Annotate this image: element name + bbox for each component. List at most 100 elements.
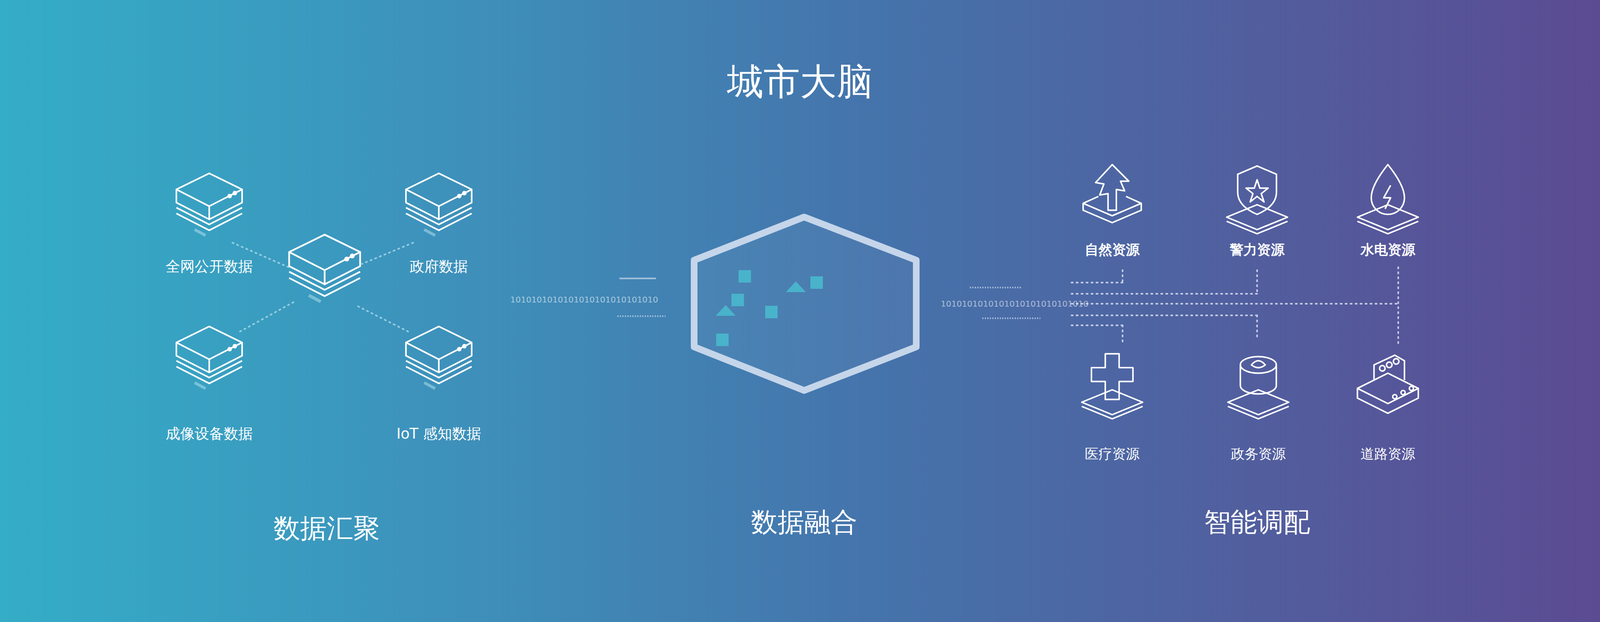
drawing-stroke: [289, 271, 361, 291]
resource-node: 道路资源: [1342, 347, 1434, 463]
drawing-stroke: [289, 234, 361, 303]
drawing-stroke: [1071, 303, 1399, 305]
node-label: 成像设备数据: [159, 425, 260, 443]
drawing-stroke: [1371, 164, 1405, 215]
drawing-stroke: [233, 191, 237, 195]
resource-node: 水电资源: [1342, 161, 1434, 259]
drawing-stroke: [228, 194, 232, 198]
node-label: 政务资源: [1212, 445, 1304, 463]
node-icon: [169, 169, 249, 249]
node-icon: [1074, 347, 1150, 422]
drawing-stroke: [1240, 364, 1277, 394]
drawing-stroke: [1071, 281, 1123, 284]
node-icon: [1074, 161, 1150, 237]
drawing-stroke: [1121, 325, 1124, 342]
drawing-stroke: [194, 229, 206, 236]
drawing-stroke: [176, 342, 243, 373]
drawing-stroke: [1393, 358, 1399, 365]
drawing-stroke: [765, 305, 778, 319]
drawing-stroke: [694, 217, 917, 391]
drawing-stroke: [1226, 221, 1288, 234]
drawing-stroke: [406, 189, 472, 220]
drawing-stroke: [1121, 270, 1124, 283]
drawing-stroke: [350, 254, 355, 258]
drawing-stroke: [1409, 386, 1414, 391]
resource-node: 全网公开数据: [159, 169, 260, 276]
drawing-stroke: [362, 242, 414, 265]
drawing-stroke: [308, 295, 321, 302]
drawing-stroke: [1083, 196, 1142, 204]
drawing-stroke: [233, 344, 237, 348]
drawing-stroke: [1392, 394, 1397, 399]
drawing-stroke: [424, 229, 436, 236]
drawing-stroke: [969, 286, 1022, 289]
drawing-stroke: [1357, 388, 1419, 414]
drawing-stroke: [1383, 185, 1391, 210]
drawing-stroke: [228, 347, 232, 351]
node-label: 水电资源: [1342, 241, 1434, 259]
drawing-stroke: [785, 281, 806, 293]
drawing-stroke: [731, 293, 744, 307]
drawing-stroke: [1256, 270, 1258, 294]
node-icon: [399, 322, 479, 402]
drawing-stroke: [357, 305, 409, 332]
drawing-stroke: [176, 189, 243, 220]
drawing-stroke: [738, 270, 752, 283]
resource-node: 成像设备数据: [159, 322, 260, 443]
node-label: 自然资源: [1066, 241, 1158, 259]
drawing-stroke: [1397, 267, 1400, 348]
resource-node: 政务资源: [1212, 347, 1304, 463]
node-label: 全网公开数据: [159, 257, 260, 276]
node-label: 道路资源: [1342, 445, 1434, 463]
node-icon: [169, 322, 249, 402]
drawing-stroke: [1251, 360, 1265, 368]
node-icon: [1350, 347, 1426, 422]
drawing-stroke: [462, 191, 466, 195]
drawing-stroke: [1245, 179, 1268, 202]
drawing-stroke: [406, 207, 472, 225]
node-label: IoT 感知数据: [390, 425, 488, 443]
drawing-stroke: [1256, 315, 1258, 337]
drawing-stroke: [1379, 365, 1385, 372]
drawing-stroke: [1386, 362, 1393, 368]
drawing-stroke: [617, 315, 666, 318]
drawing-stroke: [1357, 373, 1419, 389]
drawing-stroke: [1401, 390, 1406, 395]
drawing-stroke: [406, 342, 472, 373]
node-icon: [1220, 347, 1296, 422]
drawing-stroke: [289, 278, 361, 297]
drawing-stroke: [716, 333, 729, 347]
drawing-stroke: [344, 257, 349, 262]
resource-node: 自然资源: [1066, 161, 1158, 259]
drawing-stroke: [982, 317, 1041, 320]
node-label: 政府数据: [391, 257, 487, 276]
drawing-stroke: [1081, 406, 1143, 419]
drawing-stroke: [194, 382, 206, 389]
node-icon: [1219, 161, 1295, 237]
drawing-stroke: [1081, 389, 1143, 415]
drawing-stroke: [176, 207, 243, 225]
drawing-stroke: [176, 213, 243, 231]
drawing-stroke: [239, 300, 297, 332]
drawing-stroke: [810, 276, 823, 289]
diagram-title: 城市大脑: [726, 59, 874, 104]
drawing-stroke: [1240, 356, 1277, 374]
drawing-stroke: [1071, 314, 1258, 317]
resource-node: 警力资源: [1211, 161, 1303, 259]
section-label: 数据汇聚: [273, 512, 380, 545]
drawing-stroke: [1237, 166, 1277, 215]
node-label: 医疗资源: [1066, 445, 1158, 463]
drawing-stroke: [289, 251, 361, 285]
drawing-stroke: [176, 360, 243, 378]
resource-node: 医疗资源: [1066, 347, 1158, 463]
drawing-stroke: [457, 194, 461, 198]
drawing-stroke: [424, 382, 436, 389]
drawing-stroke: [1071, 324, 1123, 327]
drawing-stroke: [457, 347, 461, 351]
drawing-stroke: [1226, 204, 1288, 230]
drawing-stroke: [1357, 221, 1419, 234]
drawing-stroke: [619, 277, 656, 280]
binary-stream: 1010101010101010101010101010: [510, 294, 659, 305]
drawing-stroke: [1228, 406, 1290, 419]
node-label: 警力资源: [1211, 241, 1303, 259]
